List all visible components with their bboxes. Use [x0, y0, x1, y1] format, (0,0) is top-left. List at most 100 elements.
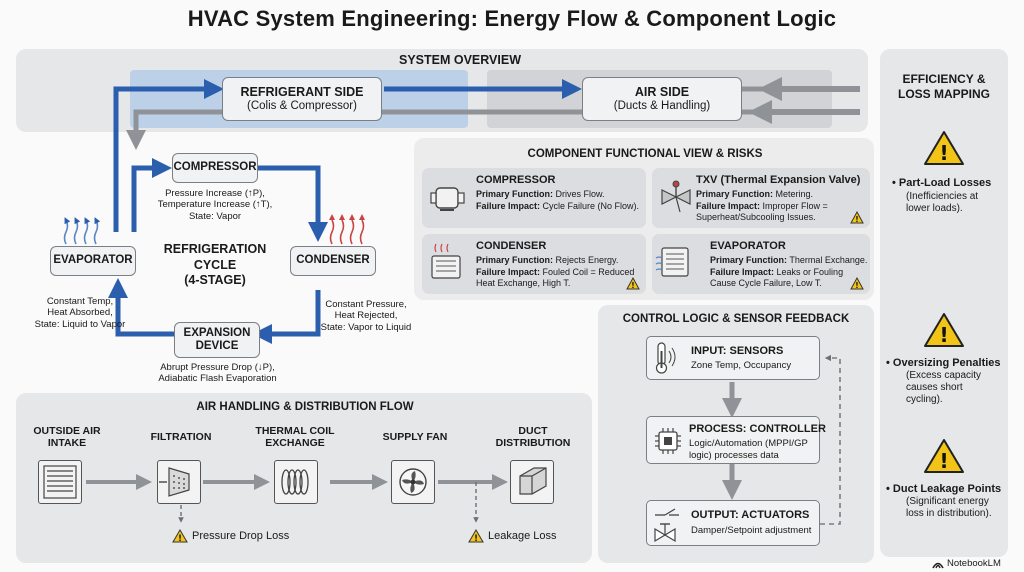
compressor-box: COMPRESSOR	[172, 153, 258, 183]
card-failure: Failure Impact: Cycle Failure (No Flow).	[476, 201, 639, 212]
card-primary: Primary Function: Thermal Exchange.	[710, 255, 867, 266]
notebooklm-logo-icon	[932, 562, 944, 568]
caption-line: State: Liquid to Vapor	[34, 318, 126, 330]
cycle-arrow-evap-to-comp	[131, 158, 172, 232]
warning-icon: !	[626, 276, 640, 290]
card-failure: Failure Impact: Fouled Coil = Reduced	[476, 267, 634, 278]
card-primary: Primary Function: Metering.	[696, 189, 813, 200]
overview-heading: SYSTEM OVERVIEW	[398, 53, 521, 67]
footer-label: NotebookLM	[947, 558, 1001, 569]
caption-line: Abrupt Pressure Drop (↓P),	[160, 362, 275, 373]
warning-icon: !	[924, 131, 964, 165]
efficiency-item-head: Part-Load Losses	[898, 177, 992, 189]
air-handling-heading: AIR HANDLING & DISTRIBUTION FLOW	[196, 401, 414, 413]
component-card-compressor: COMPRESSOR Primary Function: Drives Flow…	[422, 168, 646, 228]
failure-label: Failure Impact:	[710, 267, 775, 277]
efficiency-item-text: (Inefficiencies at lower loads).	[906, 191, 978, 215]
fan-icon	[391, 460, 435, 504]
caption-line: Constant Pressure,	[325, 299, 407, 310]
evaporator-caption: Constant Temp, Heat Absorbed, State: Liq…	[20, 296, 140, 330]
warning-icon: !	[850, 210, 864, 224]
caption-line: Temperature Increase (↑T),	[157, 199, 273, 211]
efficiency-text-line: lower loads).	[906, 203, 963, 214]
condenser-icon	[431, 243, 461, 279]
process-text-1: Logic/Automation (MPPI/GP	[689, 438, 808, 449]
caption-line: Constant Temp,	[46, 296, 114, 307]
stage-label-line: EXCHANGE	[265, 437, 325, 450]
failure-value: Cycle Failure (No Flow).	[542, 201, 640, 211]
card-title: CONDENSER	[476, 240, 547, 252]
component-card-condenser: CONDENSER Primary Function: Rejects Ener…	[422, 234, 646, 294]
feedback-loop	[820, 354, 841, 525]
primary-value: Thermal Exchange.	[789, 255, 868, 265]
primary-label: Primary Function:	[710, 255, 788, 265]
card-failure: Failure Impact: Leaks or Fouling	[710, 267, 843, 278]
caption-line: Heat Rejected,	[334, 310, 398, 322]
leakage-loss: ! Leakage Loss	[468, 529, 557, 544]
efficiency-text-line: loss in distribution).	[906, 508, 992, 519]
primary-value: Drives Flow.	[555, 189, 605, 199]
warning-icon: !	[468, 529, 484, 544]
duct-icon	[510, 460, 554, 504]
component-card-evaporator: EVAPORATOR Primary Function: Thermal Exc…	[652, 234, 870, 294]
warning-icon: !	[850, 276, 864, 290]
cycle-line: CYCLE	[193, 257, 237, 272]
svg-text:!: !	[631, 281, 635, 290]
primary-label: Primary Function:	[476, 255, 554, 265]
card-failure-cont: Superheat/Subcooling Issues.	[696, 212, 816, 222]
svg-text:!: !	[855, 215, 859, 224]
expansion-caption: Abrupt Pressure Drop (↓P), Adiabatic Fla…	[145, 362, 290, 385]
stage-label-fan: SUPPLY FAN	[370, 431, 460, 443]
footer-brand: NotebookLM	[932, 558, 1001, 569]
input-text: Zone Temp, Occupancy	[691, 360, 792, 371]
cycle-arrow-exp-to-evap	[108, 278, 174, 337]
stage-label-duct: DUCT DISTRIBUTION	[488, 425, 578, 449]
warning-icon: !	[924, 439, 964, 473]
compressor-icon	[430, 187, 465, 211]
caption-line: Pressure Increase (↑P),	[165, 188, 265, 199]
compressor-label: COMPRESSOR	[173, 161, 257, 174]
svg-text:!: !	[178, 534, 182, 544]
output-title: OUTPUT: ACTUATORS	[691, 509, 810, 521]
cycle-arrow-comp-to-cond	[258, 165, 328, 242]
card-title: EVAPORATOR	[710, 240, 786, 252]
stage-label-intake: OUTSIDE AIR INTAKE	[22, 425, 112, 449]
evaporator-cold-arrows	[63, 217, 101, 245]
process-text-2: logic) processes data	[689, 450, 779, 461]
warning-icon: !	[924, 313, 964, 347]
condenser-caption: Constant Pressure, Heat Rejected, State:…	[306, 299, 426, 333]
coil-icon	[274, 460, 318, 504]
card-failure: Failure Impact: Improper Flow =	[696, 201, 828, 212]
component-card-txv: TXV (Thermal Expansion Valve) Primary Fu…	[652, 168, 870, 228]
efficiency-text-line: cycling).	[906, 394, 943, 405]
card-failure-cont: Cause Cycle Failure, Low T.	[710, 278, 822, 288]
svg-text:!: !	[939, 323, 948, 347]
warning-icon: !	[172, 529, 188, 544]
card-primary: Primary Function: Drives Flow.	[476, 189, 605, 200]
failure-value: Fouled Coil = Reduced	[542, 267, 635, 277]
components-heading: COMPONENT FUNCTIONAL VIEW & RISKS	[527, 148, 763, 160]
stage-label-line: INTAKE	[47, 437, 87, 450]
input-sensors-box: INPUT: SENSORS Zone Temp, Occupancy	[646, 336, 820, 380]
cycle-line: (4-STAGE)	[184, 273, 246, 288]
output-actuators-box: OUTPUT: ACTUATORS Damper/Setpoint adjust…	[646, 500, 820, 546]
efficiency-item-duct-leakage: • Duct Leakage Points	[886, 483, 1002, 495]
actuator-icon	[654, 508, 679, 543]
failure-label: Failure Impact:	[696, 201, 761, 211]
chip-icon	[655, 428, 681, 454]
efficiency-heading-line: EFFICIENCY &	[902, 72, 986, 86]
card-title: TXV (Thermal Expansion Valve)	[696, 174, 861, 186]
card-title: COMPRESSOR	[476, 174, 556, 186]
caption-line: Adiabatic Flash Evaporation	[158, 373, 277, 385]
stage-label-line: SUPPLY FAN	[382, 431, 448, 443]
primary-value: Rejects Energy.	[555, 255, 619, 265]
svg-text:!: !	[474, 534, 478, 544]
evaporator-box: EVAPORATOR	[50, 246, 136, 276]
failure-value: Leaks or Fouling	[776, 267, 844, 277]
valve-icon	[661, 180, 691, 213]
compressor-caption: Pressure Increase (↑P), Temperature Incr…	[150, 188, 280, 222]
outside-air-intake-icon	[38, 460, 82, 504]
efficiency-item-head: Oversizing Penalties	[892, 357, 1001, 369]
process-controller-box: PROCESS: CONTROLLER Logic/Automation (MP…	[646, 416, 826, 464]
primary-label: Primary Function:	[476, 189, 554, 199]
